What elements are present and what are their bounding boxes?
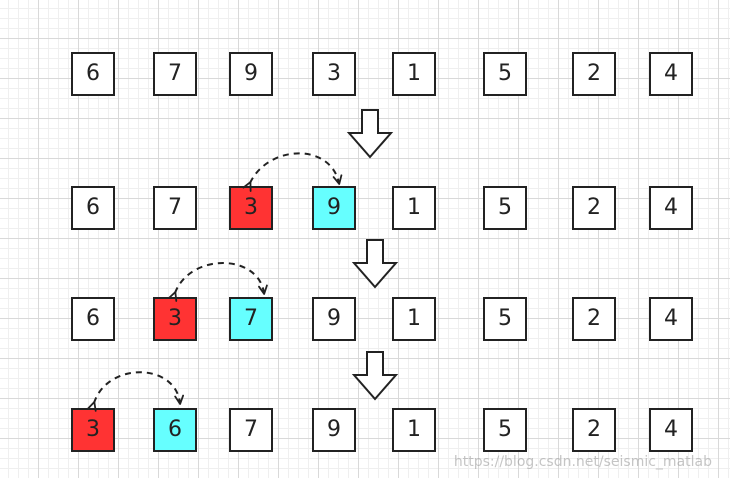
down-arrow-icon [346,109,394,159]
array-cell: 3 [153,297,197,341]
array-cell: 3 [312,52,356,96]
array-cell: 2 [572,408,616,452]
array-cell: 5 [483,408,527,452]
watermark: https://blog.csdn.net/seismic_matlab [453,454,712,470]
array-cell: 4 [649,297,693,341]
array-cell: 2 [572,52,616,96]
down-arrow-icon [351,351,399,401]
array-cell: 1 [392,52,436,96]
array-cell: 1 [392,408,436,452]
array-cell: 6 [71,297,115,341]
array-cell: 4 [649,186,693,230]
array-cell: 2 [572,186,616,230]
array-cell: 9 [229,52,273,96]
array-cell: 4 [649,408,693,452]
array-cell: 1 [392,186,436,230]
array-cell: 5 [483,186,527,230]
array-cell: 9 [312,297,356,341]
array-cell: 2 [572,297,616,341]
array-cell: 7 [153,186,197,230]
array-cell: 6 [71,186,115,230]
swap-curve [242,152,343,192]
array-cell: 7 [229,297,273,341]
down-arrow-icon [351,239,399,289]
swap-curve [87,371,185,412]
array-cell: 7 [153,52,197,96]
array-cell: 6 [71,52,115,96]
array-cell: 1 [392,297,436,341]
array-cell: 5 [483,297,527,341]
array-cell: 9 [312,408,356,452]
array-cell: 7 [229,408,273,452]
array-cell: 4 [649,52,693,96]
array-cell: 5 [483,52,527,96]
swap-curve [167,262,268,302]
